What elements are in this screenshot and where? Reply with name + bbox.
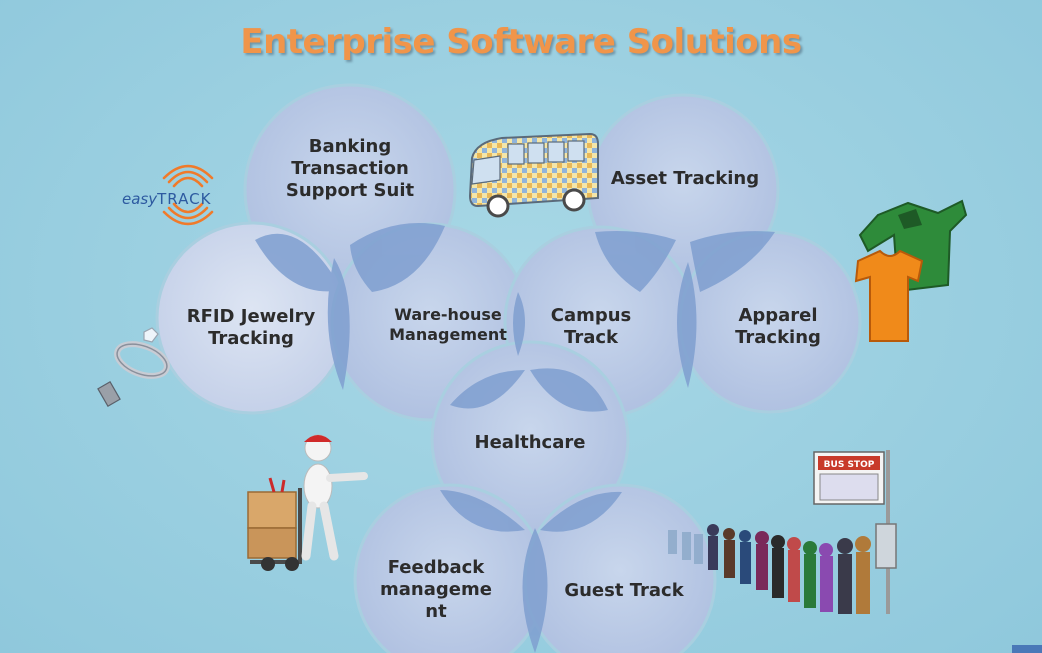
overlap-campus-healthcare — [530, 368, 608, 412]
label-rfid: RFID Jewelry Tracking — [186, 306, 316, 349]
page-title: Enterprise Software Solutions — [240, 22, 802, 62]
logo-brand: TRACK — [157, 190, 212, 208]
logo-prefix: easy — [122, 190, 158, 208]
overlap-asset-campus — [595, 231, 676, 292]
overlap-banking-rfid — [255, 233, 342, 292]
bus-illustration — [468, 132, 599, 218]
overlap-healthcare-guest — [540, 491, 622, 532]
signal-waves-icon — [162, 164, 214, 226]
overlap-feedback-guest — [522, 528, 548, 653]
overlap-healthcare-feedback — [440, 490, 525, 532]
delivery-illustration — [247, 434, 368, 571]
label-warehouse: Ware-house Management — [389, 305, 507, 344]
label-banking: Banking Transaction Support Suit — [285, 136, 415, 201]
ring-illustration — [97, 327, 170, 407]
label-campus: Campus Track — [550, 305, 632, 348]
easytrack-logo: easyTRACK — [118, 160, 228, 230]
label-guest: Guest Track — [564, 580, 684, 601]
overlap-asset-apparel — [690, 231, 775, 292]
overlap-regions — [255, 223, 775, 653]
label-healthcare: Healthcare — [474, 432, 586, 453]
label-feedback: Feedback manageme nt — [380, 557, 492, 622]
bus-stop-sign-text: BUS STOP — [824, 460, 875, 470]
label-asset: Asset Tracking — [610, 168, 760, 189]
overlap-rfid-warehouse — [327, 258, 350, 390]
bus-stop-queue-illustration: BUS STOP — [668, 450, 897, 614]
label-apparel: Apparel Tracking — [735, 305, 821, 348]
overlap-campus-apparel — [677, 262, 697, 388]
overlap-banking-warehouse — [350, 223, 445, 292]
clothing-illustration — [854, 199, 968, 342]
queue-people — [668, 524, 871, 614]
overlap-warehouse-campus — [513, 292, 525, 356]
logo-wordmark: easyTRACK — [122, 190, 211, 208]
corner-decoration — [1012, 645, 1042, 653]
overlap-warehouse-healthcare — [450, 370, 525, 409]
